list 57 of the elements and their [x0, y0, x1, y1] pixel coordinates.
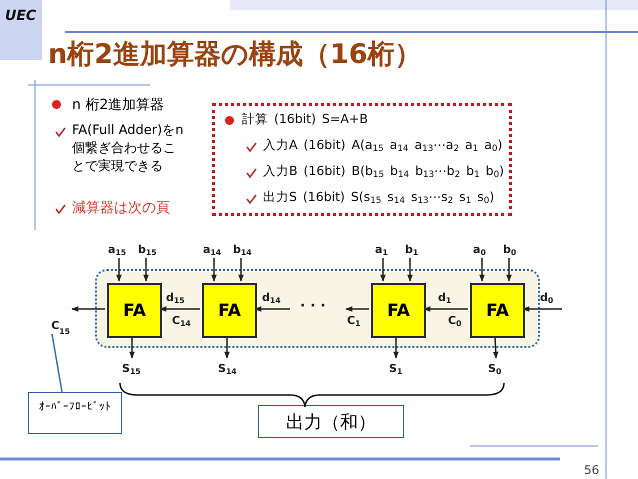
bullet-text: 減算器は次の頁: [72, 199, 171, 217]
edge-label: C$_{1}$: [347, 314, 360, 327]
arrow: [238, 258, 244, 282]
arrow: [380, 258, 386, 282]
edge-label: b$_{0}$: [503, 243, 516, 256]
full-adder-box: FA: [470, 283, 525, 338]
callout-box: ｵｰﾊﾞｰﾌﾛｰﾋﾞｯﾄ: [28, 392, 122, 434]
signal-label: C$_{14}$: [172, 314, 191, 327]
edge-label: S$_{15}$: [122, 362, 141, 375]
edge-label: b$_{14}$: [233, 243, 252, 256]
edge-label: a$_{1}$: [375, 243, 388, 256]
ellipsis-dots: · · ·: [300, 298, 326, 314]
header-badge: UEC: [0, 0, 42, 60]
arrow: [116, 258, 122, 282]
edge-label: a$_{15}$: [108, 243, 126, 256]
dotted-group-frame: [95, 269, 540, 348]
output-box: 出力（和）: [258, 405, 404, 438]
bullet-text: FA(Full Adder)をn個繋ぎ合わせることで実現できる: [72, 122, 184, 176]
arrow: [423, 306, 468, 312]
edge-label: d$_{0}$: [540, 291, 554, 304]
arrow: [479, 258, 485, 282]
full-adder-box: FA: [107, 283, 162, 338]
edge-label: S$_{14}$: [218, 362, 237, 375]
edge-label: d$_{15}$: [166, 291, 185, 304]
list-heading: 計算 (16bit) S=A+B: [242, 111, 368, 128]
arrow: [407, 258, 413, 282]
edge-label: S$_{1}$: [389, 362, 402, 375]
arrow: [224, 336, 230, 359]
arrow: [211, 258, 217, 282]
arrow: [522, 306, 562, 312]
dotted-frame: [212, 103, 512, 216]
arrow: [129, 336, 135, 359]
arrow: [492, 336, 498, 359]
edge-label: b$_{1}$: [405, 243, 418, 256]
full-adder-box: FA: [371, 283, 426, 338]
list-item: 入力B (16bit) B(b$_{15}$ b$_{14}$ b$_{13}$⋯b$_{2}$ b$_{1}$ b$_{0}$): [263, 163, 504, 180]
full-adder-box: FA: [202, 283, 257, 338]
slide-title: n桁2進加算器の構成（16桁）: [48, 38, 422, 72]
bullet-text: n 桁2進加算器: [72, 96, 166, 114]
arrow: [71, 306, 105, 312]
arrow: [159, 306, 200, 312]
edge-label: d$_{14}$: [262, 291, 281, 304]
arrow: [345, 306, 369, 312]
arrow: [143, 258, 149, 282]
signal-label: C$_{0}$: [448, 314, 462, 327]
arrow: [506, 258, 512, 282]
page-number: 56: [584, 463, 600, 477]
list-item: 入力A (16bit) A(a$_{15}$ a$_{14}$ a$_{13}$⋯a$_{2}$ a$_{1}$ a$_{0}$): [263, 137, 502, 154]
edge-label: S$_{0}$: [488, 362, 502, 375]
list-item: 出力S (16bit) S(s$_{15}$ s$_{14}$ s$_{13}$⋯s$_{2}$ s$_{1}$ s$_{0}$): [263, 189, 494, 206]
arrow: [254, 306, 290, 312]
arrow: [393, 336, 399, 359]
edge-label: a$_{14}$: [203, 243, 222, 256]
edge-label: d$_{1}$: [438, 291, 452, 304]
edge-label: b$_{15}$: [138, 243, 157, 256]
edge-label: a$_{0}$: [473, 243, 486, 256]
signal-label: C$_{15}$: [30, 300, 72, 334]
